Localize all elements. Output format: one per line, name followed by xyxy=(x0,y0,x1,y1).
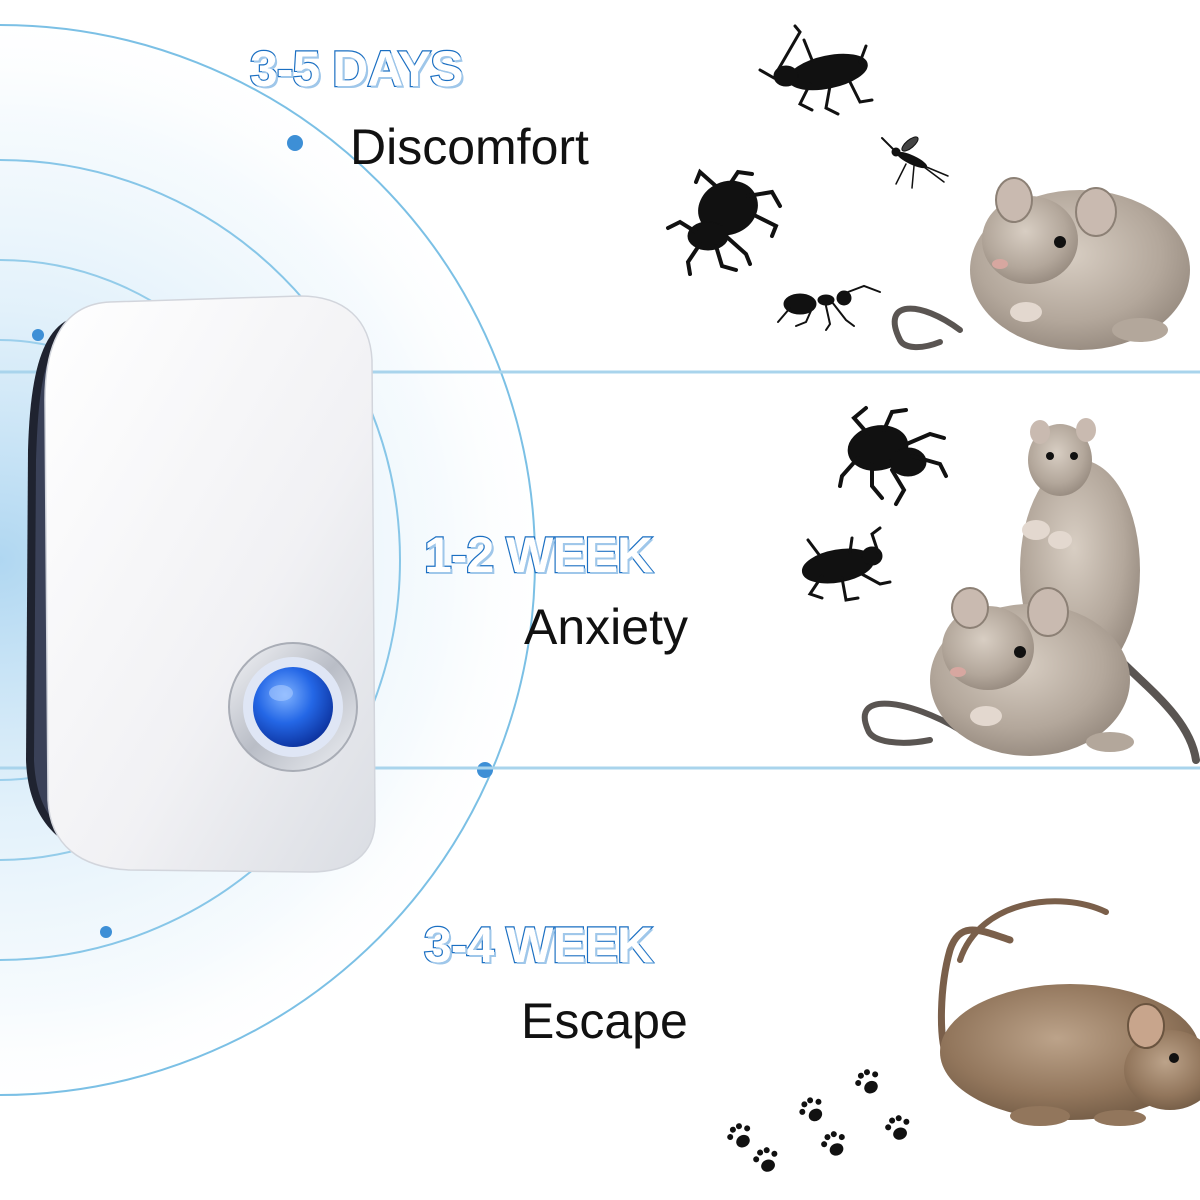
mouse-image xyxy=(937,898,1200,1126)
stage-3-heading: 3-4 WEEK xyxy=(423,917,655,973)
spider-icon xyxy=(838,406,948,506)
mouse-image xyxy=(861,587,1134,756)
cockroach-icon xyxy=(758,24,874,116)
indicator-light-icon xyxy=(253,667,333,747)
ant-icon xyxy=(777,284,881,331)
stage-1-label: Discomfort xyxy=(350,119,589,175)
wave-dot xyxy=(477,762,493,778)
wave-dot xyxy=(100,926,112,938)
wave-dot xyxy=(32,329,44,341)
paw-print-icon xyxy=(723,1065,915,1176)
stage-2-heading: 1-2 WEEK xyxy=(423,527,655,583)
mouse-image xyxy=(891,177,1190,350)
mosquito-icon xyxy=(881,136,949,189)
stage-1-heading: 3-5 DAYS xyxy=(249,41,465,97)
wave-dot xyxy=(287,135,303,151)
cockroach-icon xyxy=(801,526,892,602)
stage-3-label: Escape xyxy=(521,993,688,1049)
spider-icon xyxy=(666,168,782,276)
stage-2-label: Anxiety xyxy=(524,599,688,655)
